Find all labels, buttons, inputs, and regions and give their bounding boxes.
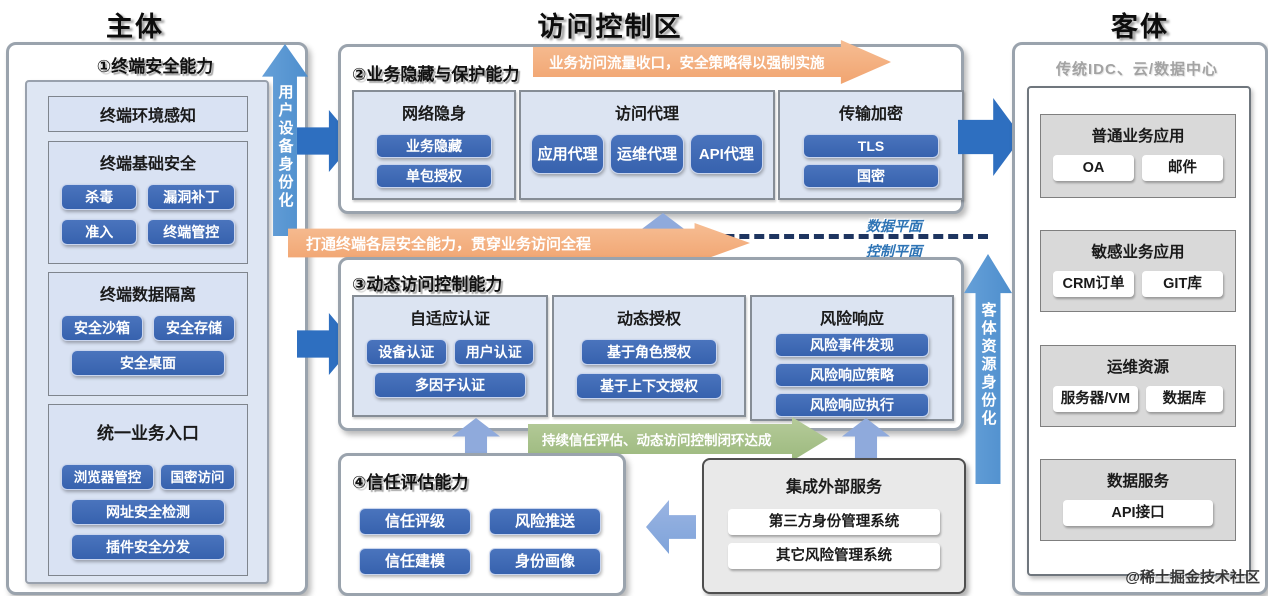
subject-header: 主体 [106, 12, 164, 42]
trust-rating-node: 信任评级 [359, 508, 471, 535]
transport-encryption-title: 传输加密 [838, 106, 903, 123]
terminal-data-isolation-title: 终端数据隔离 [99, 287, 196, 304]
context-based-authz-node: 基于上下文授权 [575, 373, 723, 399]
single-packet-auth-node: 单包授权 [375, 164, 493, 188]
general-business-apps-section: 普通业务应用 OA 邮件 [1040, 114, 1236, 198]
data-services-title: 数据服务 [1106, 473, 1169, 490]
sm-crypto-access-node: 国密访问 [160, 464, 235, 490]
unified-business-entry-title: 统一业务入口 [97, 424, 199, 443]
browser-control-node: 浏览器管控 [61, 464, 155, 490]
admission-control-node: 准入 [61, 219, 138, 245]
api-interface-node: API接口 [1063, 500, 1213, 526]
sm-crypto-node: 国密 [803, 164, 939, 188]
terminal-security-title: ①终端安全能力 [96, 57, 214, 76]
risk-push-node: 风险推送 [489, 508, 601, 535]
dc-cloud-subtitle: 传统IDC、云/数据中心 [1055, 61, 1218, 78]
database-node: 数据库 [1145, 386, 1223, 412]
network-stealth-title: 网络隐身 [401, 106, 466, 123]
vulnerability-patch-node: 漏洞补丁 [147, 184, 235, 210]
terminal-management-node: 终端管控 [147, 219, 235, 245]
terminal-basic-security-section: 终端基础安全 杀毒 漏洞补丁 准入 终端管控 [48, 141, 248, 264]
oa-node: OA [1053, 155, 1134, 181]
device-auth-node: 设备认证 [366, 339, 447, 365]
plane-dashed-line [620, 234, 988, 239]
user-device-identity-label: 用户设备身份化 [276, 84, 294, 210]
object-resource-identity-label: 客体资源身份化 [979, 302, 997, 428]
plugin-safe-distribution-node: 插件安全分发 [71, 534, 225, 560]
risk-response-execution-node: 风险响应执行 [774, 393, 930, 417]
risk-response-policy-node: 风险响应策略 [774, 363, 930, 387]
sensitive-business-apps-title: 敏感业务应用 [1091, 244, 1185, 261]
watermark: @稀土掘金技术社区 [1125, 569, 1260, 586]
risk-event-detection-node: 风险事件发现 [774, 333, 930, 357]
dynamic-authz-group: 动态授权 基于角色授权 基于上下文授权 [552, 295, 746, 417]
secure-sandbox-node: 安全沙箱 [61, 315, 143, 341]
continuous-trust-banner-text: 持续信任评估、动态访问控制闭环达成 [542, 433, 772, 448]
adaptive-auth-group: 自适应认证 设备认证 用户认证 多因子认证 [352, 295, 548, 417]
cross-layer-capability-banner-arrow-icon: 打通终端各层安全能力，贯穿业务访问全程 [288, 223, 750, 263]
api-proxy-node: API代理 [689, 134, 763, 174]
unified-business-entry-section: 统一业务入口 浏览器管控 国密访问 网址安全检测 插件安全分发 [48, 404, 248, 576]
antivirus-node: 杀毒 [61, 184, 138, 210]
secure-storage-node: 安全存储 [153, 315, 235, 341]
data-plane-label: 数据平面 [866, 218, 922, 234]
adaptive-auth-title: 自适应认证 [409, 311, 490, 328]
data-services-section: 数据服务 API接口 [1040, 459, 1236, 541]
sensitive-business-apps-section: 敏感业务应用 CRM订单 GIT库 [1040, 230, 1236, 312]
terminal-env-title: 终端环境感知 [99, 108, 196, 125]
external-to-panel4-arrow-left-icon [646, 500, 696, 554]
business-hiding-node: 业务隐藏 [375, 134, 493, 158]
identity-profile-node: 身份画像 [489, 548, 601, 575]
traffic-convergence-banner-text: 业务访问流量收口，安全策略得以强制实施 [549, 55, 825, 72]
traffic-convergence-banner-arrow-icon: 业务访问流量收口，安全策略得以强制实施 [533, 40, 891, 84]
risk-response-group: 风险响应 风险事件发现 风险响应策略 风险响应执行 [750, 295, 954, 421]
trust-modeling-node: 信任建模 [359, 548, 471, 575]
external-services-box: 集成外部服务 第三方身份管理系统 其它风险管理系统 [702, 458, 966, 594]
access-control-zone-header: 访问控制区 [537, 12, 683, 42]
general-business-apps-title: 普通业务应用 [1091, 128, 1185, 145]
risk-response-title: 风险响应 [819, 311, 884, 328]
secure-desktop-node: 安全桌面 [71, 350, 225, 376]
url-safety-check-node: 网址安全检测 [71, 499, 225, 525]
server-vm-node: 服务器/VM [1053, 386, 1138, 412]
email-node: 邮件 [1142, 155, 1223, 181]
trust-evaluation-title: ④信任评估能力 [352, 473, 469, 492]
ops-resources-title: 运维资源 [1106, 359, 1169, 376]
dynamic-access-control-title: ③动态访问控制能力 [352, 275, 503, 294]
trust-evaluation-buttons: 信任评级 风险推送 信任建模 身份画像 [352, 508, 608, 575]
crm-orders-node: CRM订单 [1053, 271, 1134, 297]
business-hiding-title: ②业务隐藏与保护能力 [352, 65, 520, 84]
third-party-idm-node: 第三方身份管理系统 [728, 509, 940, 535]
access-proxy-group: 访问代理 应用代理 运维代理 API代理 [519, 90, 775, 200]
control-plane-label: 控制平面 [866, 243, 922, 259]
role-based-authz-node: 基于角色授权 [580, 339, 718, 365]
access-proxy-title: 访问代理 [614, 106, 679, 123]
app-proxy-node: 应用代理 [531, 134, 605, 174]
tls-node: TLS [803, 134, 939, 158]
cross-layer-capability-banner-text: 打通终端各层安全能力，贯穿业务访问全程 [306, 235, 592, 253]
mfa-node: 多因子认证 [374, 372, 526, 398]
object-resource-identity-arrow-up-icon: 客体资源身份化 [964, 254, 1012, 484]
user-auth-node: 用户认证 [453, 339, 534, 365]
network-stealth-group: 网络隐身 业务隐藏 单包授权 [352, 90, 516, 200]
ops-proxy-node: 运维代理 [610, 134, 684, 174]
object-header: 客体 [1111, 12, 1169, 42]
ops-resources-section: 运维资源 服务器/VM 数据库 [1040, 345, 1236, 427]
other-risk-mgmt-node: 其它风险管理系统 [728, 543, 940, 569]
terminal-data-isolation-section: 终端数据隔离 安全沙箱 安全存储 安全桌面 [48, 272, 248, 396]
external-services-title: 集成外部服务 [785, 479, 882, 496]
terminal-basic-security-title: 终端基础安全 [99, 156, 196, 173]
transport-encryption-group: 传输加密 TLS 国密 [778, 90, 964, 200]
git-repo-node: GIT库 [1142, 271, 1223, 297]
dynamic-authz-title: 动态授权 [616, 311, 681, 328]
terminal-env-section: 终端环境感知 [48, 96, 248, 132]
